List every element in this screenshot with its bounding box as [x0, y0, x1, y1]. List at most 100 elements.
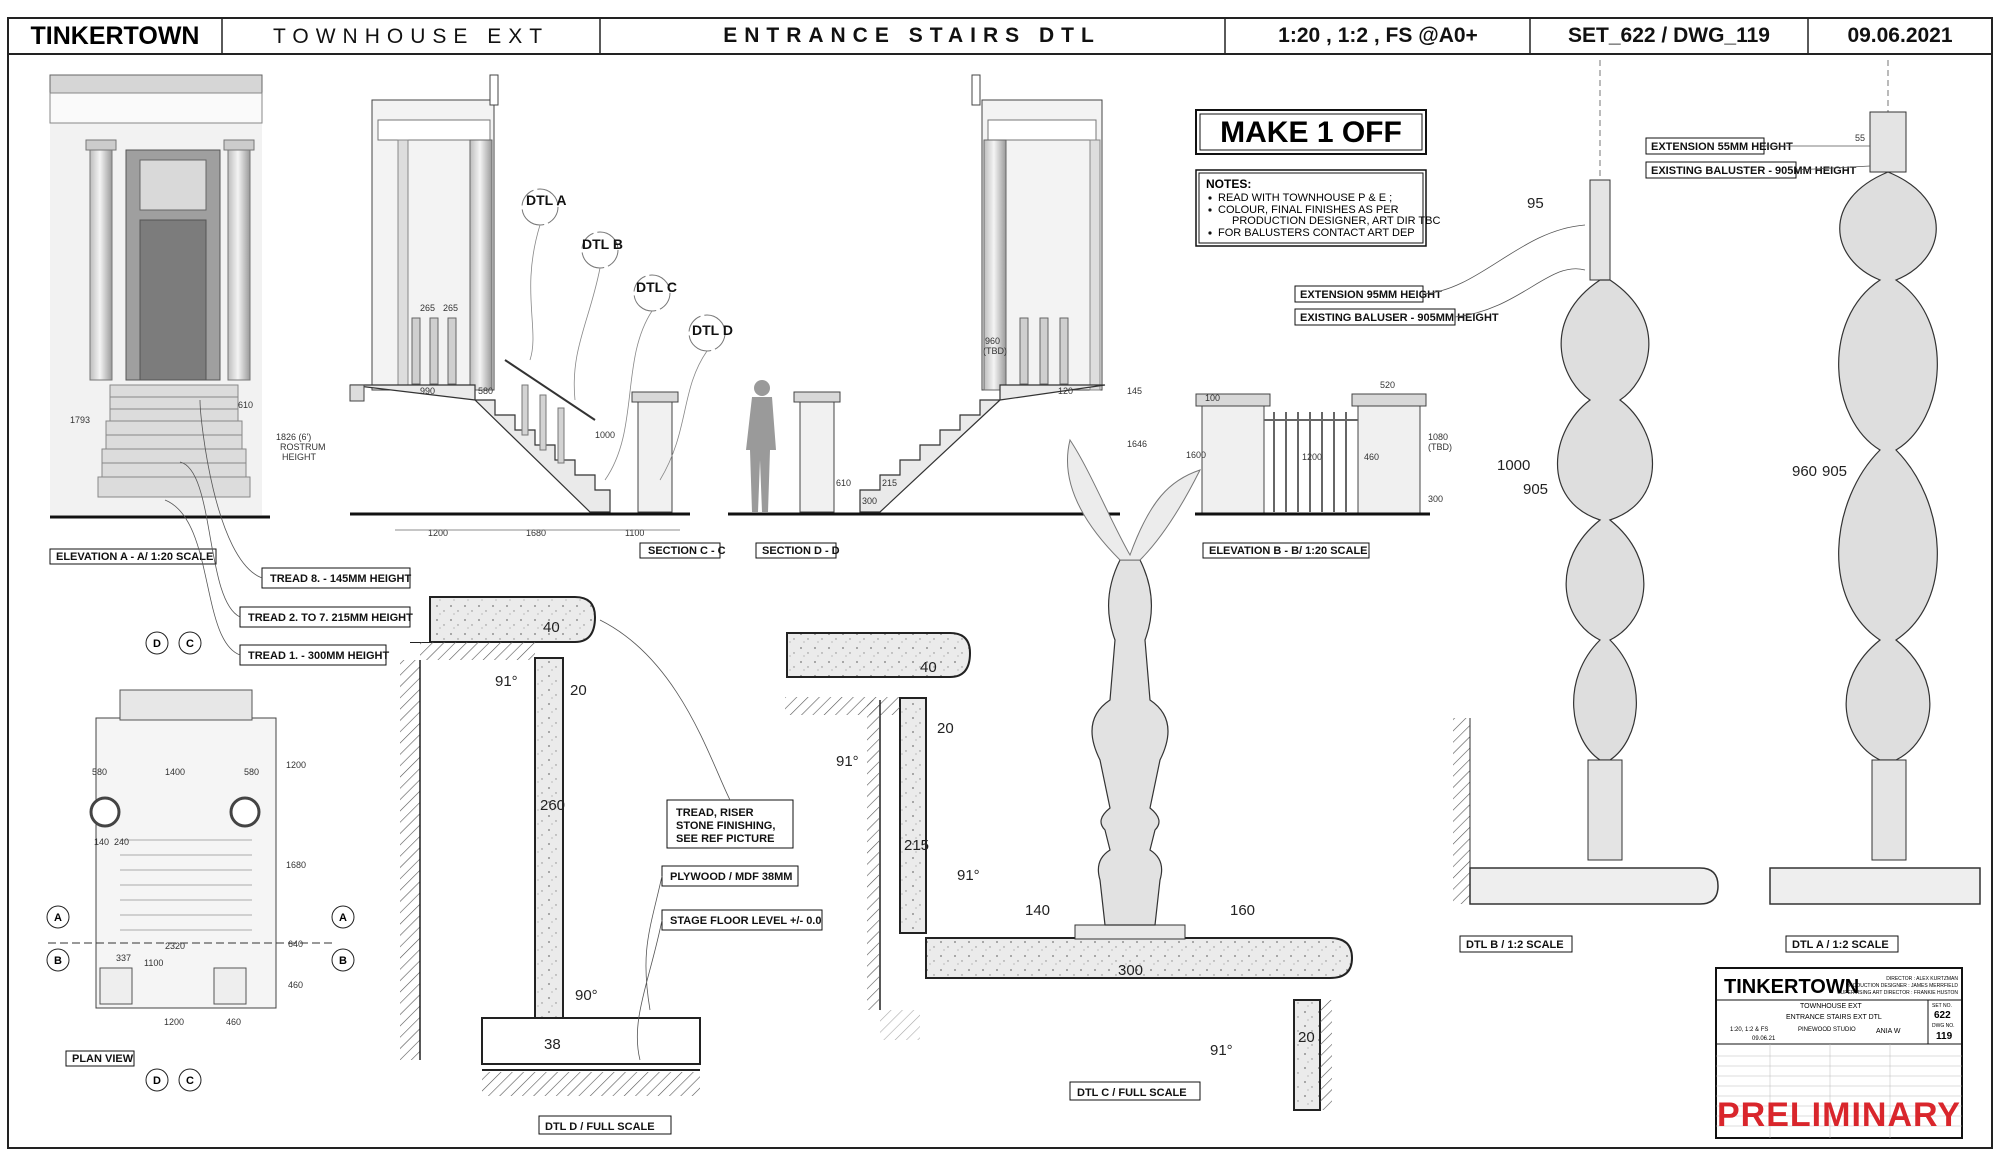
dim-c91c: 91°: [1210, 1042, 1233, 1059]
svg-text:D: D: [153, 1075, 161, 1087]
dim-1646: 1646: [1127, 439, 1147, 449]
human-figure: [746, 380, 776, 512]
dim-265a: 265: [420, 303, 435, 313]
dim-c215: 215: [904, 837, 929, 854]
preliminary-stamp: PRELIMINARY: [1717, 1096, 1961, 1134]
dim-b905: 905: [1523, 481, 1548, 498]
dim-p1200: 1200: [286, 760, 306, 770]
label-dtl-b: DTL B / 1:2 SCALE: [1459, 935, 1573, 953]
svg-text:ELEVATION A - A/ 1:20 SCALE: ELEVATION A - A/ 1:20 SCALE: [56, 551, 213, 563]
dim-c300: 300: [1118, 962, 1143, 979]
label-elevation-bb: ELEVATION B - B/ 1:20 SCALE: [1202, 542, 1370, 559]
dim-1000: 1000: [595, 430, 615, 440]
titleblock-title: ENTRANCE STAIRS EXT DTL: [1786, 1014, 1882, 1021]
dim-b95: 95: [1527, 195, 1544, 212]
dim-p140: 140: [94, 837, 109, 847]
titleblock-dwg-label: DWG NO.: [1932, 1023, 1955, 1029]
titleblock-studio: PINEWOOD STUDIO: [1798, 1027, 1856, 1033]
header-scale: 1:20 , 1:2 , FS @A0+: [1278, 24, 1478, 47]
dim-120: 120: [1058, 386, 1073, 396]
dim-1826: 1826 (6'): [276, 432, 311, 442]
svg-text:A: A: [54, 912, 62, 924]
titleblock-logo: TINKERTOWN: [1724, 976, 1859, 998]
header-project: TOWNHOUSE EXT: [273, 25, 549, 48]
label-section-cc: SECTION C - C: [639, 542, 726, 559]
dim-a55: 55: [1855, 133, 1865, 143]
dim-b520: 520: [1380, 380, 1395, 390]
dim-265b: 265: [443, 303, 458, 313]
callout-tread2-7: TREAD 2. TO 7. 215MM HEIGHT: [248, 612, 413, 624]
titleblock-set-label: SET NO.: [1932, 1003, 1952, 1009]
svg-text:DTL D / FULL SCALE: DTL D / FULL SCALE: [545, 1121, 655, 1133]
callout-tread1: TREAD 1. - 300MM HEIGHT: [248, 650, 389, 662]
titleblock-drawn: ANIA W: [1876, 1028, 1901, 1035]
dim-p1100: 1100: [144, 958, 163, 968]
dim-b1080: 1080: [1428, 432, 1448, 442]
dim-p460b: 460: [226, 1017, 241, 1027]
dim-1680: 1680: [526, 528, 546, 538]
detail-b: 95 1000 905: [1453, 60, 1719, 905]
dtl-a-callouts: EXTENSION 55MM HEIGHT EXISTING BALUSTER …: [1645, 137, 1871, 179]
svg-text:DTL B / 1:2 SCALE: DTL B / 1:2 SCALE: [1466, 939, 1564, 951]
dim-p460: 460: [288, 980, 303, 990]
label-dtl-a: DTL A / 1:2 SCALE: [1785, 935, 1899, 953]
dim-b100: 100: [1205, 393, 1220, 403]
dim-1793: 1793: [70, 415, 90, 425]
dim-d260: 260: [540, 797, 565, 814]
dim-d91: 91°: [495, 673, 518, 690]
svg-text:C: C: [186, 1075, 194, 1087]
dim-c40: 40: [920, 659, 937, 676]
callout-ext55: EXTENSION 55MM HEIGHT: [1651, 141, 1793, 153]
dim-d90: 90°: [575, 987, 598, 1004]
dtl-b-callouts: EXTENSION 95MM HEIGHT EXISTING BALUSER -…: [1294, 224, 1586, 326]
header-set-dwg: SET_622 / DWG_119: [1568, 24, 1770, 47]
dim-b1600: 1600: [1186, 450, 1206, 460]
callout-finish-2: STONE FINISHING,: [676, 820, 775, 832]
dim-b300: 300: [1428, 494, 1443, 504]
header-bar: TINKERTOWN TOWNHOUSE EXT ENTRANCE STAIRS…: [8, 18, 1992, 55]
dim-c91a: 91°: [836, 753, 859, 770]
dim-300: 300: [862, 496, 877, 506]
dim-p1400: 1400: [165, 767, 185, 777]
dim-d40: 40: [543, 619, 560, 636]
header-drawing-title: ENTRANCE STAIRS DTL: [723, 24, 1101, 47]
callout-stage-floor: STAGE FLOOR LEVEL +/- 0.0: [670, 915, 821, 927]
detail-c: 40 20 91° 215 91° 140 160 300 91° 20: [785, 438, 1354, 1111]
titleblock-scale: 1:20, 1:2 & FS: [1730, 1027, 1768, 1033]
svg-text:B: B: [54, 955, 62, 967]
svg-text:DTL A / 1:2 SCALE: DTL A / 1:2 SCALE: [1792, 939, 1889, 951]
section-dd: 960 (TBD) 120 145 1646 610 215 300: [728, 74, 1147, 516]
dim-p640: 640: [288, 939, 303, 949]
callout-finish-1: TREAD, RISER: [676, 807, 754, 819]
elevation-bb: 100 520 1600 1200 460 1080 (TBD) 300: [1186, 380, 1452, 516]
note-item-1: READ WITH TOWNHOUSE P & E ;: [1218, 192, 1392, 204]
dim-rostrum: ROSTRUM: [280, 442, 326, 452]
svg-text:ELEVATION B - B/ 1:20 SCALE: ELEVATION B - B/ 1:20 SCALE: [1209, 545, 1368, 557]
titleblock-sup-art: SUPERVISING ART DIRECTOR : FRANKIE HUSTO…: [1837, 990, 1958, 996]
dim-145: 145: [1127, 386, 1142, 396]
svg-text:D: D: [153, 638, 161, 650]
callout-bal905a: EXISTING BALUSTER - 905MM HEIGHT: [1651, 165, 1857, 177]
label-section-dd: SECTION D - D: [755, 542, 840, 559]
dim-c140: 140: [1025, 902, 1050, 919]
title-block: TINKERTOWN DIRECTOR : ALEX KURTZMAN PROD…: [1715, 967, 1963, 1139]
dim-215: 215: [882, 478, 897, 488]
dim-a905: 905: [1822, 463, 1847, 480]
dim-580: 580: [478, 386, 493, 396]
dim-c20b: 20: [1298, 1029, 1315, 1046]
notes-box: NOTES: READ WITH TOWNHOUSE P & E ; COLOU…: [1195, 169, 1440, 247]
label-plan-view: PLAN VIEW: [65, 1050, 135, 1067]
dtl-marker-a: DTL A: [526, 192, 566, 208]
dim-c160: 160: [1230, 902, 1255, 919]
callout-ext95: EXTENSION 95MM HEIGHT: [1300, 289, 1442, 301]
dim-b1200: 1200: [1302, 452, 1322, 462]
dim-c91b: 91°: [957, 867, 980, 884]
callout-tread8: TREAD 8. - 145MM HEIGHT: [270, 573, 411, 585]
dim-p1200b: 1200: [164, 1017, 184, 1027]
elevation-aa: 1793 610 1826 (6') ROSTRUM HEIGHT: [49, 74, 326, 519]
dim-p580b: 580: [244, 767, 259, 777]
dtl-marker-b: DTL B: [582, 236, 623, 252]
dim-d38: 38: [544, 1036, 561, 1053]
dtl-marker-d: DTL D: [692, 322, 733, 338]
